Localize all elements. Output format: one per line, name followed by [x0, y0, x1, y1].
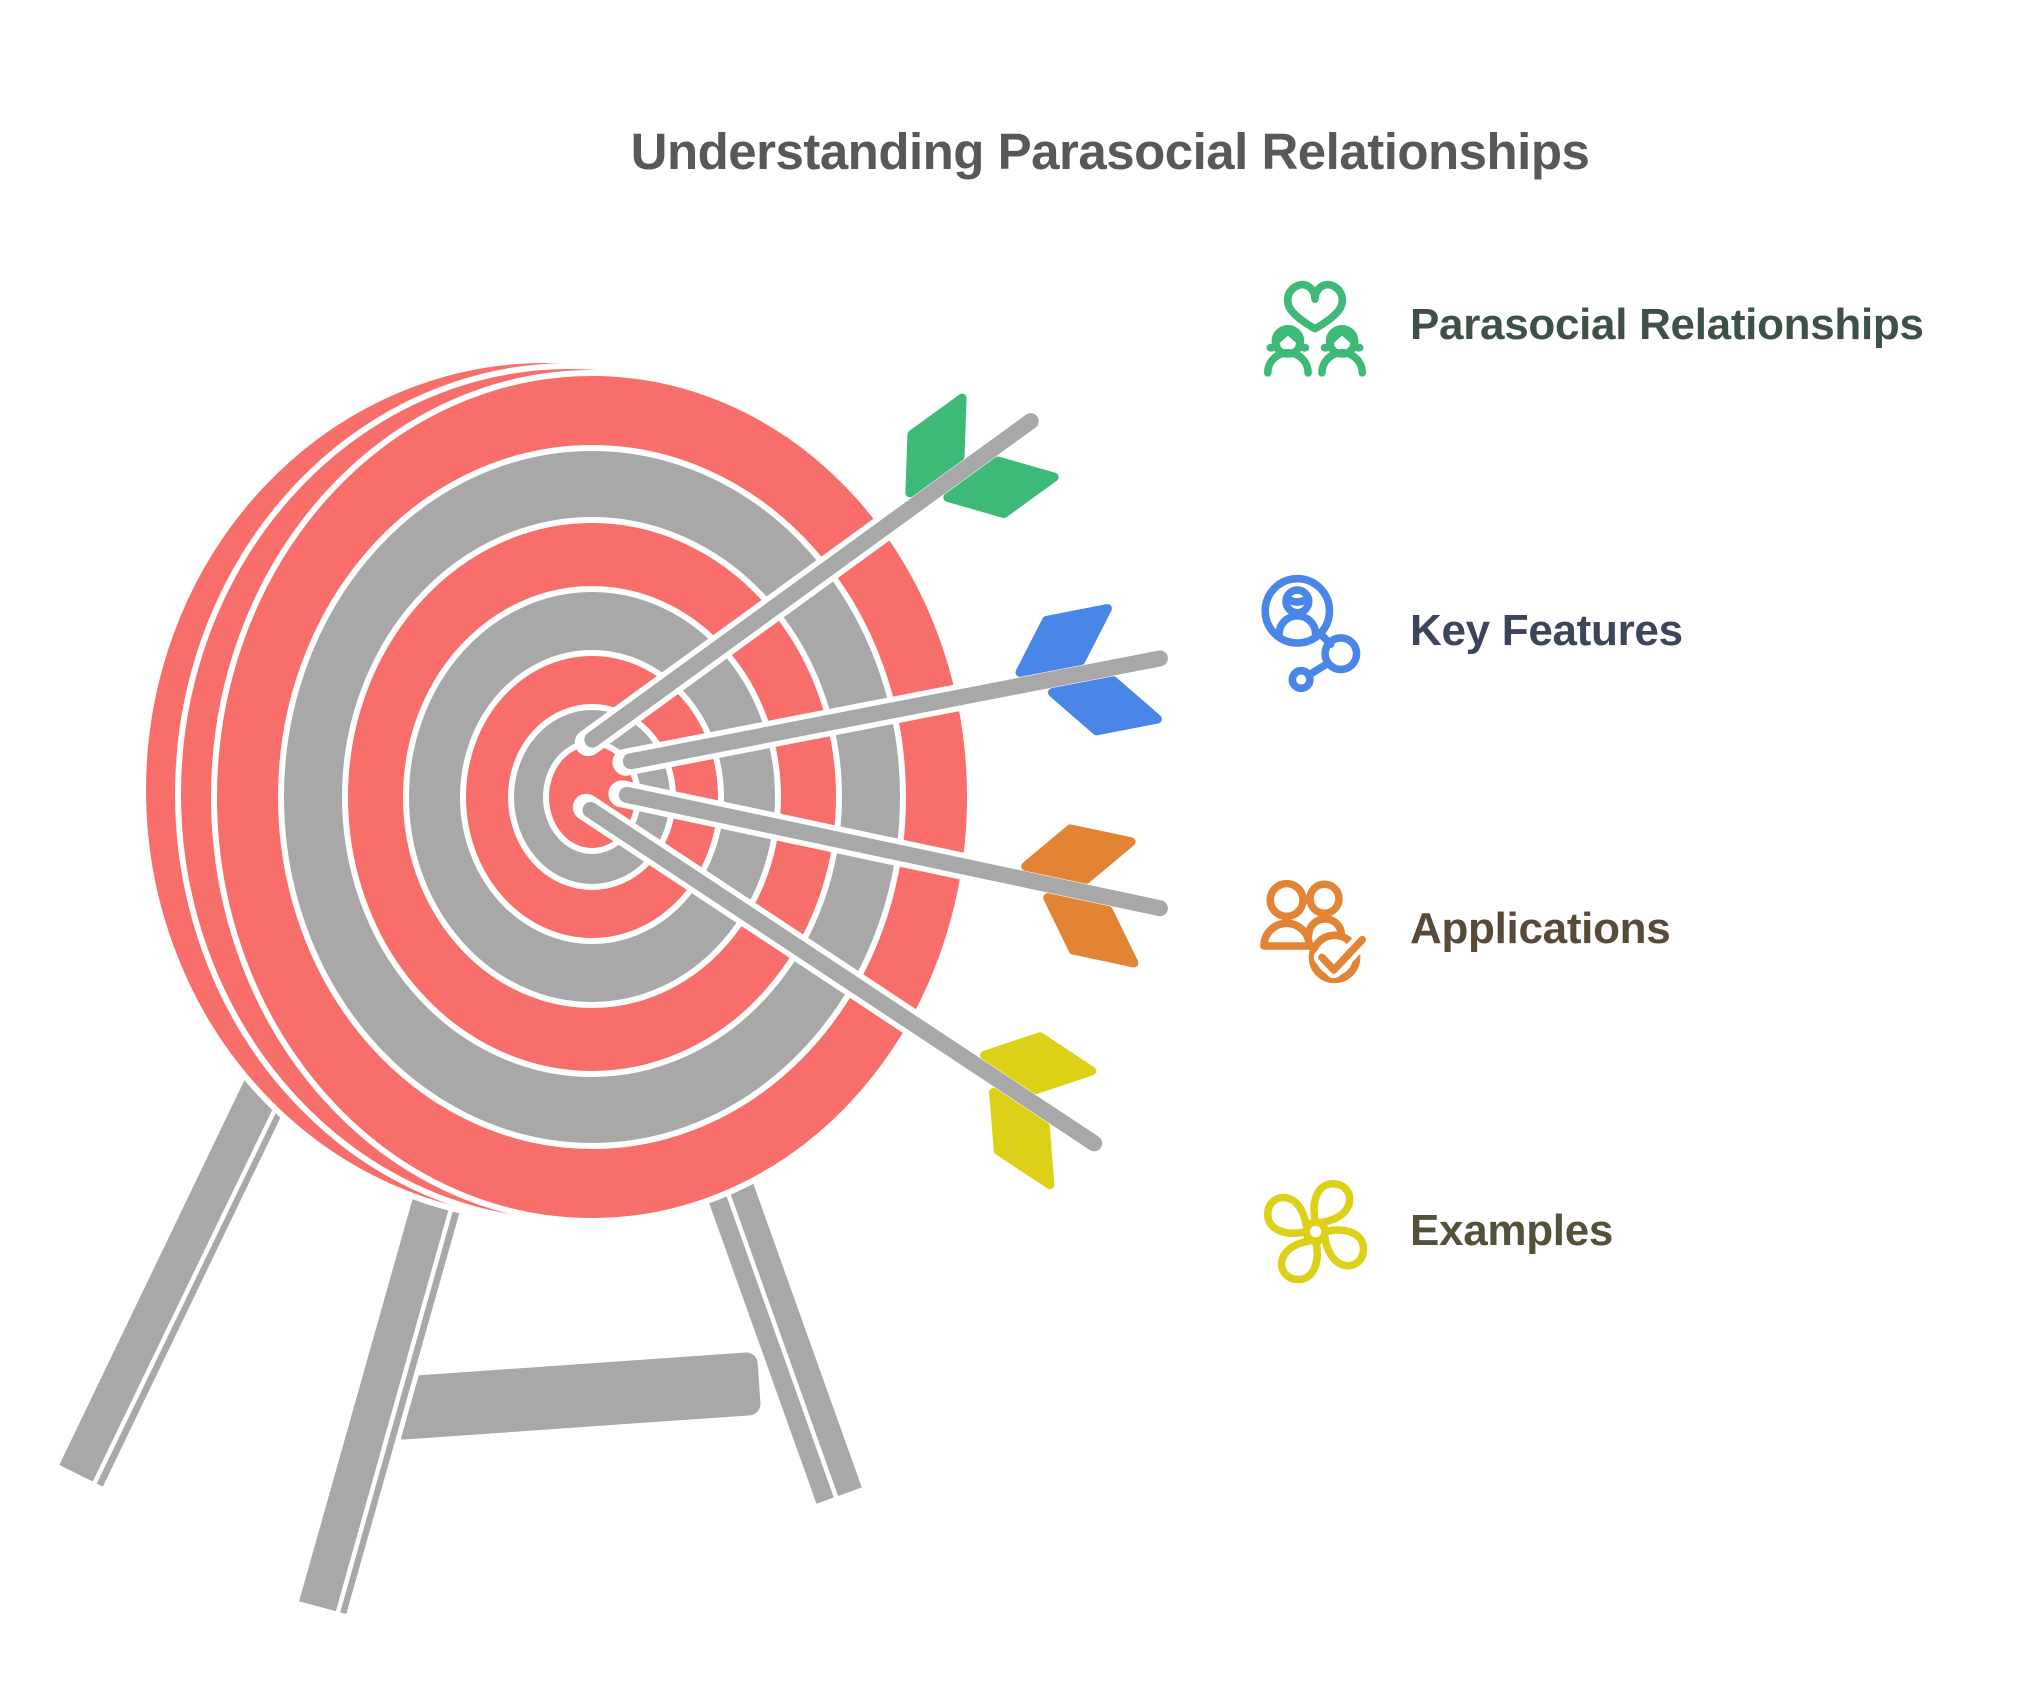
person-network-icon: [1252, 568, 1378, 694]
arrows: [572, 393, 1171, 1190]
arrow-orange-fletching: [1021, 824, 1139, 968]
stand-crossbar: [384, 1347, 766, 1445]
arrow-green: [574, 393, 1059, 757]
legend-item-key-features: Key Features: [1252, 568, 1683, 694]
arrow-blue: [612, 604, 1171, 776]
arrow-yellow: [572, 793, 1106, 1190]
people-heart-icon: [1252, 262, 1378, 388]
legend-item-examples: Examples: [1252, 1168, 1613, 1294]
legend-item-applications: Applications: [1252, 866, 1671, 992]
legend-label: Parasocial Relationships: [1410, 300, 1924, 349]
legend-item-parasocial-relationships: Parasocial Relationships: [1252, 262, 1924, 388]
arrow-yellow-fletching: [980, 1032, 1097, 1190]
legend-label: Key Features: [1410, 606, 1683, 655]
pinwheel-icon: [1252, 1168, 1378, 1294]
people-check-icon: [1252, 866, 1378, 992]
legend-label: Applications: [1410, 904, 1671, 953]
arrow-green-fletching: [905, 393, 1059, 519]
arrow-blue-fletching: [1015, 604, 1162, 736]
legend-label: Examples: [1410, 1206, 1614, 1255]
page-title: Understanding Parasocial Relationships: [630, 123, 1590, 180]
arrow-orange: [608, 780, 1171, 968]
